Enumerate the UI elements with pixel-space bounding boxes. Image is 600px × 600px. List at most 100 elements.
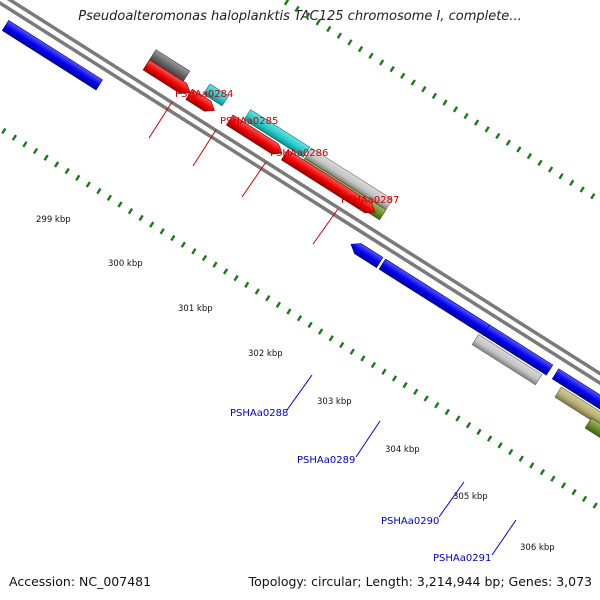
tick-mark	[473, 119, 480, 126]
tick-mark	[486, 435, 493, 442]
accession-text: Accession: NC_007481	[9, 574, 152, 589]
gene-bar-pshaa0285[interactable]	[203, 83, 229, 107]
tick-mark	[117, 201, 123, 208]
tick-mark	[431, 92, 438, 100]
feature-tracks[interactable]	[1, 0, 600, 448]
tick-mark	[254, 288, 260, 295]
ruler-label: 305 kbp	[453, 492, 488, 502]
label-leader-lines	[148, 101, 517, 556]
reverse-bar-0290[interactable]	[482, 324, 554, 376]
gene-bar-pshaa0292[interactable]	[584, 417, 600, 448]
tick-mark	[233, 274, 239, 282]
leader-line	[192, 129, 217, 167]
tick-mark	[85, 181, 91, 188]
tick-mark	[294, 5, 300, 13]
tick-mark	[590, 193, 596, 200]
tick-mark	[402, 381, 408, 389]
reverse-bar-0282[interactable]	[1, 20, 103, 91]
tick-mark	[370, 361, 377, 369]
tick-mark	[560, 482, 567, 489]
tick-mark	[305, 12, 311, 19]
map-title: Pseudoalteromonas haloplanktis TAC125 ch…	[78, 9, 522, 24]
reverse-bar-0288[interactable]	[348, 239, 384, 268]
leader-line	[438, 481, 465, 518]
tick-mark	[349, 348, 355, 355]
tick-mark	[368, 52, 374, 59]
tick-mark	[592, 502, 598, 509]
tick-mark	[410, 79, 416, 86]
forward-bar-0285[interactable]	[185, 88, 218, 115]
tick-mark	[495, 132, 501, 140]
tick-mark	[505, 139, 511, 146]
ruler-label: 303 kbp	[317, 397, 352, 407]
tick-mark	[558, 173, 564, 180]
ruler-label: 300 kbp	[108, 259, 143, 269]
tick-mark	[212, 261, 218, 268]
tick-mark	[201, 254, 208, 262]
tick-mark	[222, 268, 229, 275]
backbone-line	[6, 0, 600, 376]
leader-line	[355, 420, 381, 458]
tick-mark	[1, 127, 7, 135]
gene-label-pshaa0286[interactable]: PSHAa0286	[270, 148, 328, 159]
tick-mark	[96, 187, 102, 195]
leader-line	[148, 101, 173, 139]
reverse-bar-0291[interactable]	[551, 368, 600, 417]
tick-mark	[452, 106, 459, 113]
tick-mark	[328, 335, 334, 342]
gene-bar-pshaa0291[interactable]	[554, 386, 600, 429]
gene-label-pshaa0284[interactable]: PSHAa0284	[175, 89, 233, 100]
tick-mark	[537, 159, 543, 166]
ruler-label: 301 kbp	[178, 304, 213, 314]
tick-mark	[508, 448, 514, 456]
tick-mark	[75, 174, 81, 181]
tick-mark	[11, 134, 18, 141]
gene-label-pshaa0288[interactable]: PSHAa0288	[230, 408, 288, 419]
gene-label-pshaa0289[interactable]: PSHAa0289	[297, 455, 355, 466]
tick-mark	[421, 86, 427, 93]
gene-bar-pshaa0286[interactable]	[243, 109, 311, 158]
gene-bar-pshaa0290[interactable]	[471, 334, 543, 386]
backbone-line	[0, 0, 600, 386]
ruler-label: 299 kbp	[36, 215, 71, 225]
gene-label-pshaa0285[interactable]: PSHAa0285	[220, 116, 278, 127]
tick-mark	[265, 295, 271, 302]
tick-mark	[497, 442, 503, 449]
tick-mark	[360, 355, 366, 362]
leader-line	[286, 374, 313, 411]
forward-bar-0286[interactable]	[226, 114, 285, 158]
tick-mark	[336, 32, 343, 39]
tick-mark	[526, 152, 533, 160]
tick-mark	[381, 368, 387, 375]
tick-mark	[286, 308, 292, 315]
tick-mark	[571, 488, 577, 496]
gene-label-pshaa0287[interactable]: PSHAa0287	[341, 195, 399, 206]
tick-mark	[283, 0, 290, 6]
forward-bar-0284[interactable]	[142, 59, 193, 98]
gene-label-pshaa0290[interactable]: PSHAa0290	[381, 516, 439, 527]
tick-mark	[326, 25, 332, 33]
leader-line	[241, 161, 267, 198]
forward-bar-0287[interactable]	[280, 149, 378, 217]
chromosome-backbone	[0, 0, 600, 386]
tick-mark	[569, 179, 575, 186]
inner-tick-ring	[1, 127, 598, 509]
ruler-label: 304 kbp	[385, 445, 420, 455]
tick-mark	[413, 388, 419, 395]
tick-mark	[170, 234, 176, 242]
tick-mark	[296, 315, 303, 322]
topology-summary: Topology: circular; Length: 3,214,944 bp…	[248, 574, 592, 589]
tick-mark	[43, 154, 49, 161]
gene-labels[interactable]: PSHAa0284PSHAa0285PSHAa0286PSHAa0287PSHA…	[175, 89, 491, 564]
tick-mark	[516, 146, 522, 153]
tick-mark	[32, 147, 39, 155]
tick-mark	[579, 186, 585, 193]
gene-label-pshaa0291[interactable]: PSHAa0291	[433, 553, 491, 564]
tick-mark	[159, 228, 165, 235]
tick-mark	[149, 221, 155, 228]
tick-mark	[275, 301, 282, 308]
tick-mark	[518, 455, 524, 462]
tick-mark	[539, 468, 546, 476]
tick-mark	[347, 39, 353, 46]
